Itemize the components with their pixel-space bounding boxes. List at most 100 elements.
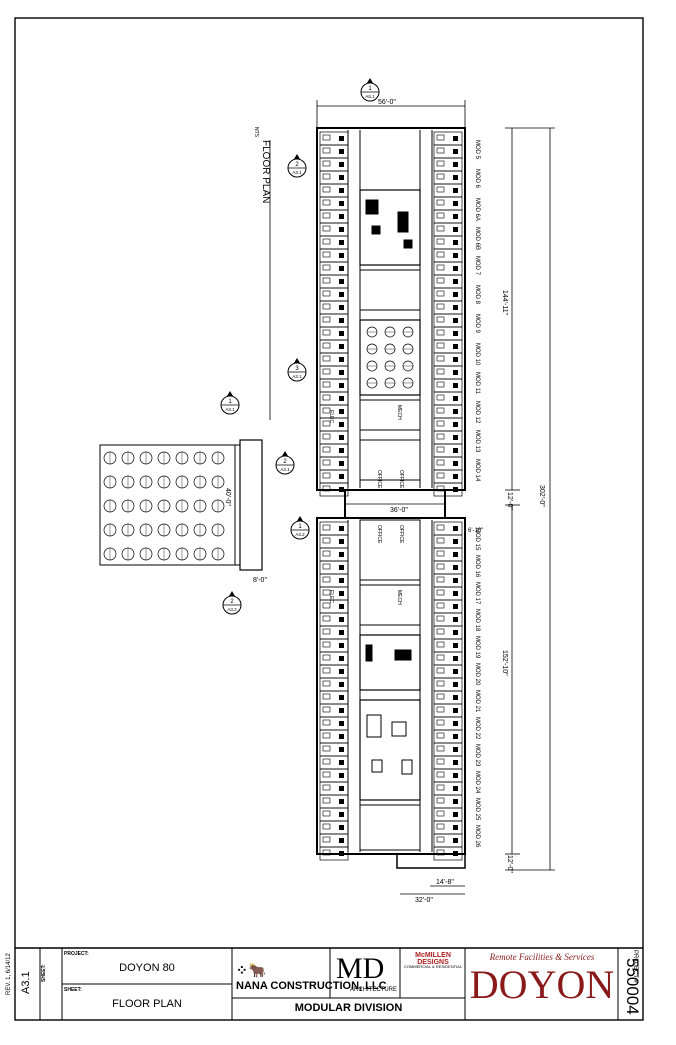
room-cell — [319, 755, 349, 770]
title-block — [39, 948, 619, 1020]
contractor-name: NANA CONSTRUCTION, LLC — [236, 980, 387, 992]
room-cell — [433, 703, 463, 718]
room-cell — [319, 352, 349, 367]
room-cell — [319, 781, 349, 796]
room-cell — [433, 196, 463, 211]
room-cell — [319, 742, 349, 757]
room-cell — [433, 339, 463, 354]
room-cell — [319, 443, 349, 458]
room-cell — [319, 300, 349, 315]
room-cell — [433, 677, 463, 692]
svg-text:A3.1: A3.1 — [292, 374, 302, 379]
module-label: MOD 26 — [474, 825, 480, 848]
room-cell — [319, 625, 349, 640]
module-label: MOD 6B — [474, 227, 480, 250]
room-cell — [433, 144, 463, 159]
room-cell — [433, 313, 463, 328]
room-cell — [433, 170, 463, 185]
room-cell — [319, 729, 349, 744]
room-cell — [319, 248, 349, 263]
dimension-lines — [269, 100, 555, 895]
module-label: MOD 16 — [474, 555, 480, 578]
svg-text:A3.1: A3.1 — [225, 407, 235, 412]
dim-ramp-length: 40'-0" — [224, 488, 231, 506]
room-cell — [433, 131, 463, 146]
module-label: MOD 23 — [474, 744, 480, 767]
room-cell — [433, 261, 463, 276]
module-label: MOD 11 — [474, 372, 480, 395]
room-cell — [433, 612, 463, 627]
room-label-elec-1: ELEC — [328, 410, 334, 423]
room-cell — [319, 833, 349, 848]
revision-note: REV. 1, 6/14/12 — [6, 953, 12, 995]
room-cell — [433, 755, 463, 770]
room-cell — [319, 469, 349, 484]
drawing-scale: NTS — [253, 127, 259, 138]
room-cell — [319, 573, 349, 588]
room-cell — [319, 313, 349, 328]
room-cell — [433, 781, 463, 796]
division-label: MODULAR DIVISION — [294, 1002, 403, 1014]
svg-text:2: 2 — [230, 599, 234, 605]
room-cell — [319, 703, 349, 718]
client-logo: DOYON — [469, 962, 615, 1007]
module-label: MOD 6 — [474, 169, 480, 189]
room-cell — [433, 664, 463, 679]
room-cell — [319, 664, 349, 679]
room-cell — [319, 794, 349, 809]
room-cell — [319, 131, 349, 146]
room-cell — [433, 391, 463, 406]
drawing-title: FLOOR PLAN — [260, 140, 271, 203]
room-cell — [319, 326, 349, 341]
core-rooms-north — [359, 189, 421, 481]
svg-text:2: 2 — [283, 459, 287, 465]
room-cell — [433, 352, 463, 367]
room-cell — [319, 651, 349, 666]
dim-link-width: 36'-0" — [390, 507, 408, 514]
dining-tables — [366, 326, 414, 389]
dim-south-wing: 152'-10" — [501, 650, 508, 676]
room-cell — [319, 677, 349, 692]
section-callout: 1A3.2 — [290, 516, 310, 540]
room-cell — [433, 482, 463, 497]
architect-logo: MD — [336, 952, 385, 985]
module-label: MOD 6A — [474, 198, 480, 221]
room-cell — [433, 274, 463, 289]
module-label: MOD 5 — [474, 140, 480, 160]
dim-overall-length: 302'-0" — [538, 485, 545, 507]
room-cell — [433, 209, 463, 224]
room-label-elec-2: ELEC — [328, 590, 334, 603]
room-cell — [319, 612, 349, 627]
room-cell — [433, 300, 463, 315]
room-cell — [319, 534, 349, 549]
room-cell — [433, 235, 463, 250]
designer-sub: COMMERCIAL & RESIDENTIAL — [403, 964, 463, 969]
room-cell — [433, 287, 463, 302]
module-label: MOD 17 — [474, 582, 480, 605]
svg-text:3: 3 — [295, 366, 299, 372]
module-label: MOD 22 — [474, 717, 480, 740]
room-cell — [433, 222, 463, 237]
module-label: MOD 24 — [474, 771, 480, 794]
room-label-office-2: OFFICE — [376, 470, 382, 489]
svg-text:1: 1 — [228, 399, 232, 405]
module-label: MOD 9 — [474, 314, 480, 334]
room-cell — [433, 365, 463, 380]
room-cell — [319, 287, 349, 302]
room-cell — [433, 248, 463, 263]
room-cell — [433, 794, 463, 809]
dim-bottom-width: 32'-0" — [415, 897, 433, 904]
room-cell — [433, 820, 463, 835]
room-label-office-3: OFFICE — [376, 525, 382, 544]
module-label: MOD 21 — [474, 690, 480, 713]
project-label: PROJECT: — [64, 951, 89, 957]
svg-text:A3.1: A3.1 — [292, 170, 302, 175]
core-rooms-south — [359, 519, 421, 851]
dining-area — [359, 319, 421, 396]
designer-name: McMILLEN DESIGNS — [415, 952, 451, 966]
module-label: MOD 25 — [474, 798, 480, 821]
room-cell — [433, 417, 463, 432]
room-cell — [319, 157, 349, 172]
